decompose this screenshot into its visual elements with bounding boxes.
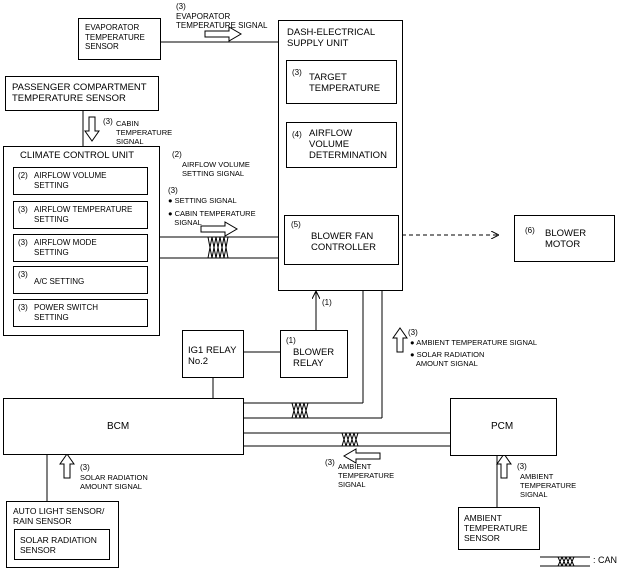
ambient-temperature-sensor-box: AMBIENT TEMPERATURE SENSOR [458,507,540,550]
ig1-relay-label: IG1 RELAY No.2 [188,345,237,367]
ig1-relay-box: IG1 RELAY No.2 [182,330,244,378]
target-temperature-box: (3) TARGET TEMPERATURE [286,60,397,104]
ccu-item-label: AIRFLOW TEMPERATURE SETTING [34,205,133,224]
ccu-item-num: (3) [18,238,28,247]
passenger-compartment-sensor-label: PASSENGER COMPARTMENT TEMPERATURE SENSOR [12,82,147,104]
airflow-determination-num: (4) [292,130,302,139]
solar-signal2-label: SOLAR RADIATION AMOUNT SIGNAL [80,473,148,491]
setting-signal-num: (3) [168,186,178,195]
can-legend-label: : CAN [593,555,618,565]
cabin-signal-num: (3) [103,117,113,126]
ccu-item-num: (3) [18,270,28,279]
bcm-label: BCM [107,421,130,432]
evaporator-signal-label: (3) EVAPORATOR TEMPERATURE SIGNAL [176,2,268,30]
ambient-signal2-num: (3) [325,458,335,467]
pcm-box: PCM [450,398,557,456]
blower-fan-controller-label: BLOWER FAN CONTROLLER [311,231,376,253]
airflow-determination-box: (4) AIRFLOW VOLUME DETERMINATION [286,122,397,168]
evaporator-sensor-box: EVAPORATOR TEMPERATURE SENSOR [78,18,161,60]
ambient-temperature-sensor-label: AMBIENT TEMPERATURE SENSOR [464,513,528,543]
ccu-item-num: (3) [18,303,28,312]
airflow-signal-label: AIRFLOW VOLUME SETTING SIGNAL [182,160,250,178]
bcm-box: BCM [3,398,244,455]
blower-fan-controller-num: (5) [291,220,301,229]
ccu-title: CLIMATE CONTROL UNIT [20,150,135,161]
relay-signal-num: (1) [322,298,332,307]
blower-motor-box: (6) BLOWER MOTOR [514,215,615,262]
ccu-item-label: A/C SETTING [34,277,85,286]
target-temperature-label: TARGET TEMPERATURE [309,72,381,94]
ambient-signal2-label: AMBIENT TEMPERATURE SIGNAL [338,462,395,489]
setting-signal-label: ● SETTING SIGNAL [168,196,237,205]
airflow-determination-label: AIRFLOW VOLUME DETERMINATION [309,128,387,161]
blower-relay-num: (1) [286,336,296,345]
ccu-item-num: (2) [18,171,28,180]
ccu-item: (3) AIRFLOW MODE SETTING [13,234,148,262]
blower-motor-label: BLOWER MOTOR [545,228,587,250]
evaporator-sensor-label: EVAPORATOR TEMPERATURE SENSOR [85,23,145,51]
dash-unit-title: DASH-ELECTRICAL SUPPLY UNIT [287,27,376,49]
ambient-signal-num: (3) [408,328,418,337]
solar-radiation-sensor-box: SOLAR RADIATION SENSOR [14,529,110,560]
ccu-item-label: AIRFLOW VOLUME SETTING [34,171,107,190]
ccu-item: (3) POWER SWITCH SETTING [13,299,148,327]
blower-fan-controller-box: (5) BLOWER FAN CONTROLLER [284,215,399,265]
airflow-signal-num: (2) [172,150,182,159]
ambient-signal3-label: AMBIENT TEMPERATURE SIGNAL [520,472,577,499]
ambient-signal-label: ● AMBIENT TEMPERATURE SIGNAL [410,338,538,347]
ccu-item: (2) AIRFLOW VOLUME SETTING [13,167,148,195]
cabin-signal-label: CABIN TEMPERATURE SIGNAL [116,119,173,146]
ambient-signal3-num: (3) [517,462,527,471]
target-temperature-num: (3) [292,68,302,77]
solar-signal-label: ● SOLAR RADIATION AMOUNT SIGNAL [410,350,485,368]
ccu-item-label: POWER SWITCH SETTING [34,303,98,322]
solar-signal2-num: (3) [80,463,90,472]
ccu-item-label: AIRFLOW MODE SETTING [34,238,97,257]
blower-relay-box: (1) BLOWER RELAY [280,330,348,378]
pcm-label: PCM [491,421,514,432]
solar-radiation-sensor-label: SOLAR RADIATION SENSOR [20,535,97,555]
ccu-item: (3) A/C SETTING [13,266,148,294]
auto-light-sensor-label: AUTO LIGHT SENSOR/ RAIN SENSOR [13,506,105,526]
blower-motor-num: (6) [525,226,535,235]
blower-relay-label: BLOWER RELAY [293,347,335,369]
cabin-temp-signal-label: ● CABIN TEMPERATURE SIGNAL [168,209,256,227]
ccu-item: (3) AIRFLOW TEMPERATURE SETTING [13,201,148,229]
passenger-compartment-sensor-box: PASSENGER COMPARTMENT TEMPERATURE SENSOR [5,76,159,111]
ccu-item-num: (3) [18,205,28,214]
